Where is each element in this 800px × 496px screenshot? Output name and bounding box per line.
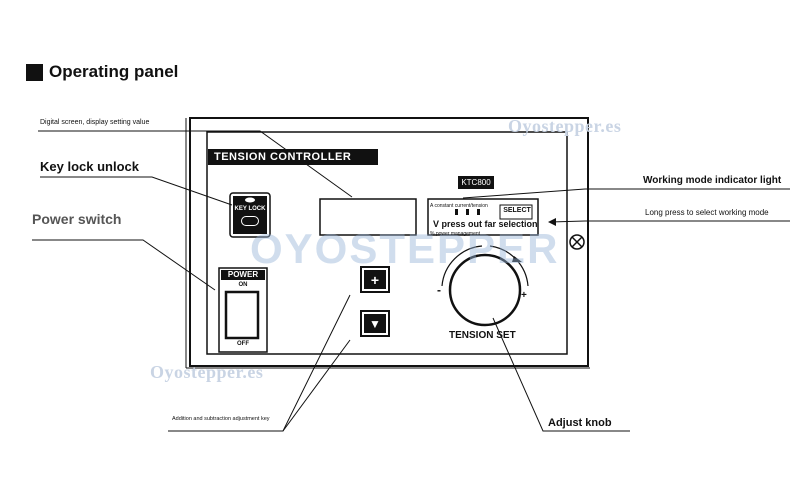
leader-working-mode	[462, 188, 790, 199]
leader-power-switch	[32, 239, 216, 291]
select-button[interactable]: SELECT	[503, 207, 531, 214]
mode-line-3: % power management	[430, 231, 481, 237]
plus-icon: +	[364, 270, 386, 289]
black-square-icon	[26, 63, 43, 81]
model-label: KTC800	[458, 176, 494, 189]
tension-set-label: TENSION SET	[449, 330, 516, 341]
label-key-lock: Key lock unlock	[40, 159, 139, 174]
adjust-knob-control[interactable]	[450, 255, 520, 325]
adjust-knob	[448, 253, 522, 327]
section-title: Operating panel	[26, 62, 178, 82]
tension-controller-banner: TENSION CONTROLLER	[208, 149, 378, 165]
label-power-switch: Power switch	[32, 211, 122, 227]
leader-long-press	[549, 220, 790, 223]
leader-adjust-knob	[492, 317, 630, 432]
key-icon[interactable]	[241, 216, 259, 226]
leader-digital-screen	[38, 130, 353, 198]
watermark-top: Oyostepper.es	[508, 116, 622, 136]
label-add-sub-key: Addition and subtraction adjustment key	[172, 416, 270, 422]
mode-line-1: A constant current/tension	[430, 203, 488, 209]
watermark-center: OYOSTEPPER	[250, 225, 560, 272]
leader-key-lock	[40, 176, 233, 206]
down-triangle-icon: ▼	[364, 314, 386, 333]
label-working-mode-light: Working mode indicator light	[643, 175, 782, 186]
knob-minus-label: -	[437, 283, 441, 297]
key-lock-label: KEY LOCK	[234, 206, 266, 212]
knob-plus-label: +	[521, 290, 527, 301]
label-long-press: Long press to select working mode	[645, 208, 769, 217]
watermark-bottom: Oyostepper.es	[150, 362, 264, 382]
mode-line-2: V press out far selection	[433, 219, 538, 229]
panel-inner-frame	[206, 131, 568, 355]
power-switch[interactable]	[226, 292, 258, 338]
select-button-frame	[499, 204, 533, 220]
decrease-button[interactable]: ▼	[360, 310, 390, 337]
power-off-label: OFF	[237, 341, 249, 347]
digital-screen	[319, 198, 417, 236]
label-adjust-knob: Adjust knob	[548, 417, 612, 429]
leader-add-sub-2	[282, 339, 351, 432]
power-on-label: ON	[238, 282, 248, 288]
power-label: POWER	[227, 270, 259, 279]
label-digital-screen: Digital screen, display setting value	[40, 119, 150, 126]
increase-button[interactable]: +	[360, 266, 390, 293]
power-rocker	[224, 290, 260, 340]
